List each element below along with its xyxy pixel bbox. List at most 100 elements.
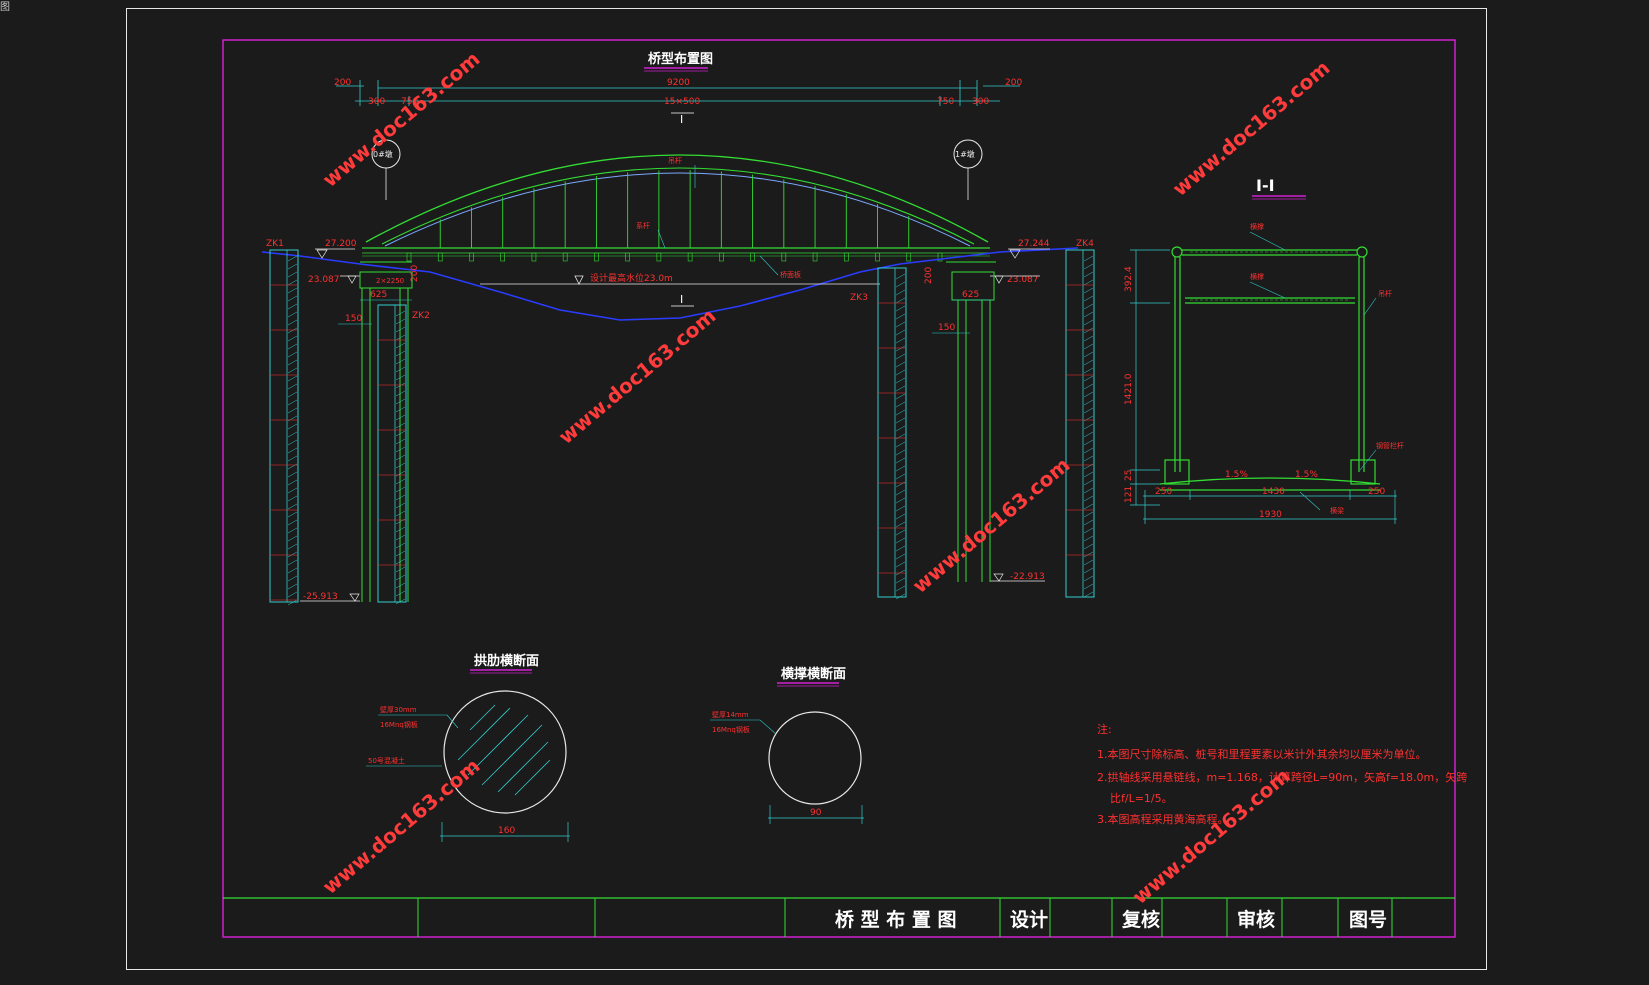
deck-beam [719,252,724,262]
dim-300-right: 300 [972,97,989,107]
section-dim-side-right: 250 [1368,487,1385,497]
borehole-hatch [1083,367,1094,374]
watermark-4: www.doc163.com [908,453,1075,598]
borehole-hatch [395,310,406,317]
river-bed-line [261,247,1079,321]
borehole-hatch [895,369,906,376]
borehole-hatch [395,430,406,437]
borehole-hatch [395,510,406,517]
borehole-hatch [895,329,906,336]
borehole-hatch [395,438,406,445]
borehole-hatch [1083,271,1094,278]
section-label-cross-beam: 横梁 [1330,506,1344,515]
borehole-hatch [895,345,906,352]
borehole-hatch [395,486,406,493]
borehole-hatch [395,374,406,381]
borehole-hatch [895,457,906,464]
deck-beam [594,252,599,262]
borehole-hatch [287,295,298,302]
borehole-hatch [1083,343,1094,350]
borehole-hatch [395,598,406,605]
deck-beam [437,252,443,262]
borehole-hatch [395,558,406,565]
dim-200-right: 200 [1005,78,1022,88]
dim-cap-width-left: 625 [370,290,387,300]
borehole-hatch [287,351,298,358]
borehole-hatch [395,342,406,349]
dim-300-left: 300 [368,97,385,107]
borehole-hatch [395,414,406,421]
deck-beam [843,252,849,262]
borehole-hatch [895,361,906,368]
section-slope-left: 1.5% [1225,470,1248,480]
cut-mark-bottom: I [680,293,683,306]
dim-750-right: 750 [937,97,954,107]
borehole-column [269,249,299,603]
dim-span-panels: 15×500 [664,97,700,107]
borehole-hatch [1083,423,1094,430]
borehole-hatch [395,542,406,549]
borehole-hatch [287,287,298,294]
section-dim-mid: 1430 [1262,487,1285,497]
borehole-hatch [895,353,906,360]
borehole-column [877,267,907,598]
hanger-group [439,170,910,248]
borehole-hatch [395,526,406,533]
elevation-view: 桥型布置图 200 200 9200 300 750 15×500 750 30… [261,51,1095,606]
borehole-hatch [895,425,906,432]
rib-label-wall: 壁厚30mm [380,705,417,714]
borehole-hatch [1083,559,1094,566]
borehole-hatch [287,407,298,414]
borehole-hatch [895,521,906,528]
deck-beam [531,252,537,262]
section-label-hanger: 吊杆 [1378,289,1392,298]
borehole-hatch [395,566,406,573]
tie-section: 横撑横断面 壁厚14mm 16Mnq钢板 90 [710,666,864,824]
borehole-hatch [895,561,906,568]
title-block-drawing-no: 图号 [1349,909,1387,931]
borehole-hatch [895,553,906,560]
borehole-hatch [1083,311,1094,318]
borehole-hatch [1083,407,1094,414]
borehole-hatch [895,313,906,320]
dim-cap-height-right: 200 [924,267,934,284]
borehole-hatch [287,271,298,278]
borehole-hatch [395,454,406,461]
notes-block: 注: 1.本图尺寸除标高、桩号和里程要素以米计外其余均以厘米为单位。 2.拱轴线… [1097,722,1467,826]
left-abutment [359,261,413,602]
tie-section-title: 横撑横断面 [781,666,846,682]
borehole-hatch [1083,567,1094,574]
dim-cap-height-left: 200 [410,265,420,282]
dim-pier-width-right: 150 [938,323,955,333]
borehole-hatch [287,263,298,270]
borehole-hatch [287,583,298,590]
borehole-hatch [287,591,298,598]
borehole-hatch [287,471,298,478]
borehole-zk1-label: ZK1 [266,239,284,249]
watermark-5: www.doc163.com [318,754,485,899]
borehole-hatch [287,255,298,262]
borehole-column [1065,249,1095,598]
elev-right-cap: 23.087 [1007,275,1039,285]
deck-beam [469,252,474,262]
tie-label-steel: 16Mnq钢板 [712,725,750,734]
borehole-hatch [1083,255,1094,262]
borehole-hatch [287,303,298,310]
label-tie: 系杆 [636,221,650,230]
borehole-hatch [395,318,406,325]
borehole-hatch [1083,527,1094,534]
borehole-hatch [395,446,406,453]
watermark-1: www.doc163.com [318,47,485,192]
borehole-hatch [395,382,406,389]
borehole-hatch [895,409,906,416]
borehole-hatch [1083,399,1094,406]
arch-rib-outer [365,154,989,243]
deck-beam [750,252,755,262]
borehole-hatch [287,335,298,342]
borehole-hatch [895,273,906,280]
borehole-zk4-label: ZK4 [1076,239,1094,249]
rib-label-steel: 16Mnq钢板 [380,720,418,729]
arch-rib-section: 拱肋横断面 壁厚30mm 16Mnq钢板 50号混凝土 160 [366,653,570,842]
borehole-hatch [895,529,906,536]
borehole-hatch [395,334,406,341]
